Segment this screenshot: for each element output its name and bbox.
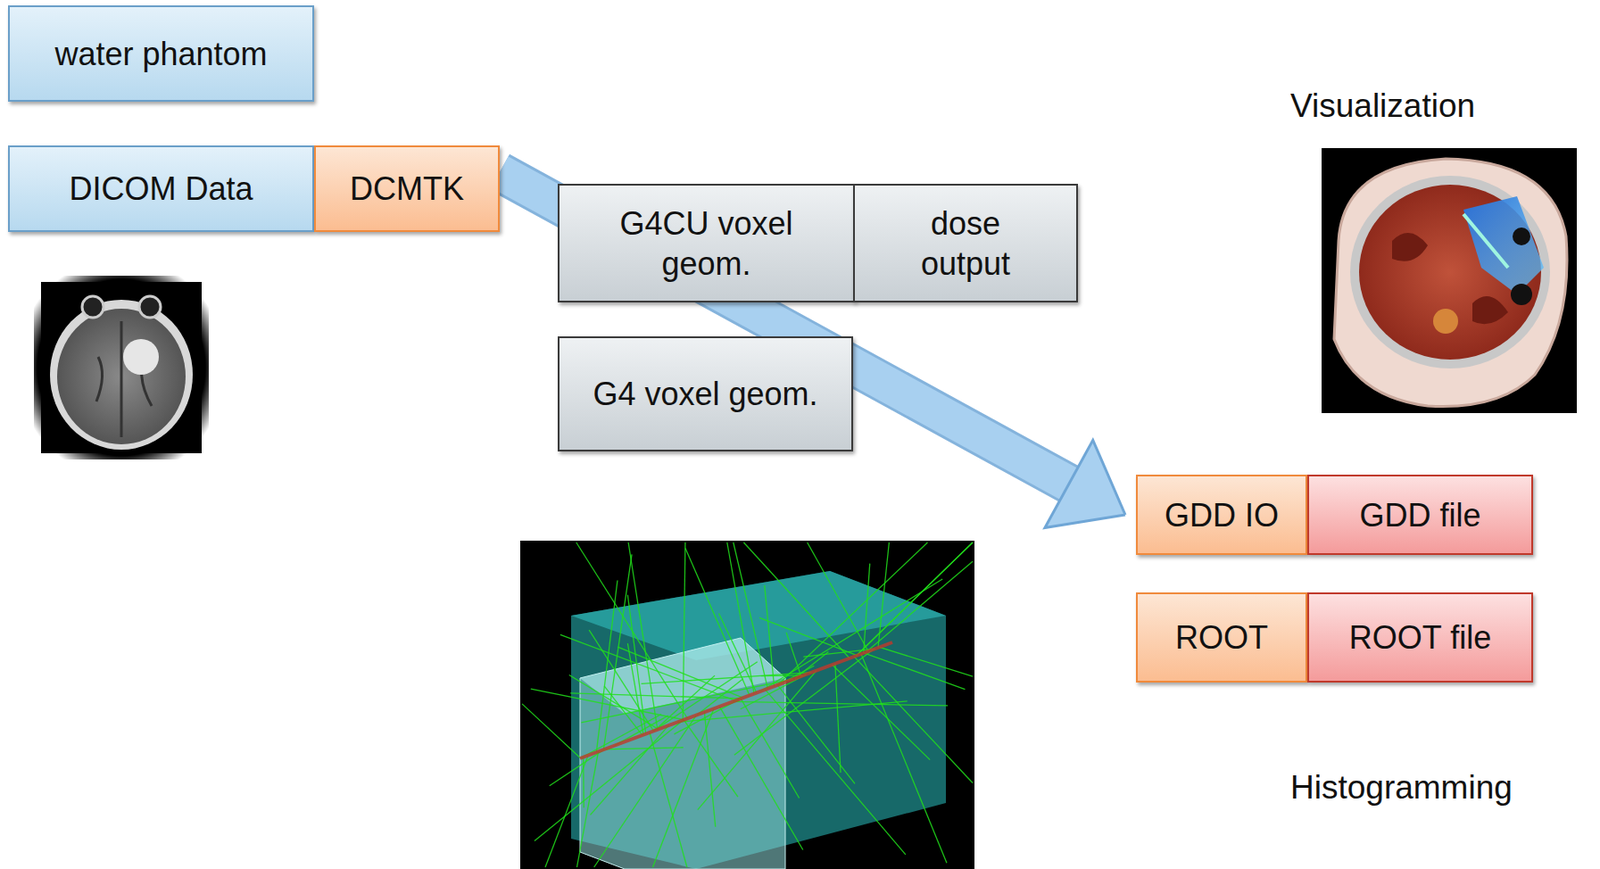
input-box: water phantom <box>8 5 315 102</box>
particle-track <box>530 688 685 721</box>
section-label: Histogramming <box>1290 769 1513 807</box>
particle-track <box>855 542 973 656</box>
particle-track <box>603 554 632 750</box>
particle-track <box>522 704 581 759</box>
particle-track <box>570 693 741 699</box>
output-box: dose output <box>853 183 1078 303</box>
particle-track <box>580 714 662 759</box>
particle-track <box>807 542 869 652</box>
file-box: ROOT file <box>1307 592 1534 683</box>
particle-track <box>627 643 644 735</box>
particle-track <box>560 634 736 701</box>
particle-track <box>856 542 973 656</box>
arrow-shaft-edge <box>499 172 1070 484</box>
particle-track <box>696 679 744 716</box>
input-box: DICOM Data <box>8 145 315 233</box>
box-text: water phantom <box>54 33 267 75</box>
ct-slice-image <box>33 275 209 460</box>
box-text: DCMTK <box>349 168 465 209</box>
particle-track <box>683 720 738 797</box>
particle-track <box>628 542 658 730</box>
box-text: DICOM Data <box>68 168 253 209</box>
geometry-box: G4 voxel geom. <box>557 336 854 452</box>
library-box: ROOT <box>1135 592 1308 683</box>
box-text: GDD IO <box>1164 495 1279 536</box>
particle-track <box>832 664 931 761</box>
particle-track <box>617 646 743 698</box>
box-text: dose output <box>890 203 1041 284</box>
particle-track <box>588 630 654 731</box>
file-box: GDD file <box>1307 474 1534 556</box>
particle-track <box>682 542 686 721</box>
particle-track <box>649 732 688 868</box>
particle-track <box>835 663 841 773</box>
particle-track <box>853 656 973 784</box>
box-text: G4 voxel geom. <box>592 373 818 415</box>
particle-track <box>733 542 769 689</box>
head-visualization <box>1321 148 1577 414</box>
particle-track <box>627 595 646 735</box>
particle-track <box>732 701 948 705</box>
particle-track <box>719 706 803 851</box>
library-box: DCMTK <box>314 145 500 233</box>
particle-track <box>604 747 683 750</box>
particle-track <box>777 685 855 785</box>
arrow-shaft <box>499 172 1070 484</box>
particle-track <box>863 563 871 654</box>
box-text: GDD file <box>1359 495 1481 536</box>
particle-track <box>879 646 973 677</box>
arrow-head <box>1044 439 1126 528</box>
particle-track <box>764 585 775 687</box>
particle-track <box>878 542 889 648</box>
particle-track <box>765 689 906 855</box>
section-label: Visualization <box>1290 87 1476 125</box>
library-box: GDD IO <box>1135 474 1308 556</box>
box-text: G4CU voxel geom. <box>590 203 822 284</box>
particle-track <box>677 701 908 723</box>
particle-track <box>545 755 589 868</box>
box-text: ROOT <box>1175 617 1269 658</box>
particle-track <box>777 542 928 686</box>
simulation-image <box>520 540 975 869</box>
flow-arrow <box>499 172 1126 529</box>
particle-track <box>704 712 715 827</box>
particle-track <box>719 613 757 693</box>
particle-track <box>534 720 684 841</box>
particle-track <box>861 654 947 863</box>
box-text: ROOT file <box>1349 617 1492 658</box>
particle-track <box>727 542 755 695</box>
particle-track <box>594 715 697 868</box>
particle-track <box>743 542 850 659</box>
particle-track <box>865 561 973 653</box>
geometry-box: G4CU voxel geom. <box>557 183 855 303</box>
